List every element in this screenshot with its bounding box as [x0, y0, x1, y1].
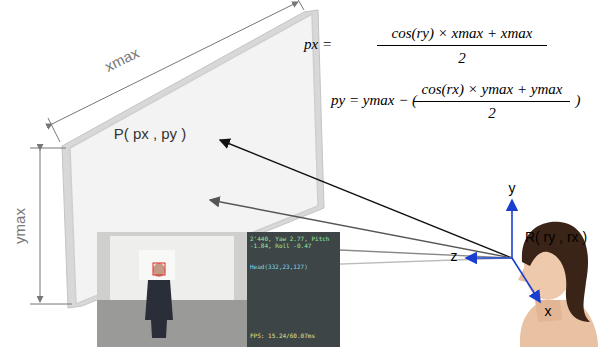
- formula-numerator: cos(rx) × ymax + ymax: [421, 81, 562, 98]
- xmax-dimension: [48, 0, 304, 142]
- head-illustration: [518, 222, 598, 347]
- point-label: P( px , py ): [114, 126, 187, 143]
- ymax-dimension: [30, 148, 72, 304]
- overlay-text: FPS: 15.24/60.07ms: [250, 333, 338, 340]
- formula-term: ): [576, 92, 581, 109]
- formula-denominator: 2: [488, 105, 496, 122]
- dimension-label: xmax: [102, 45, 141, 76]
- rotation-label: R( ry , rx ): [525, 230, 587, 245]
- formula-term: py = ymax − (: [331, 92, 417, 109]
- axis-label: x: [545, 304, 552, 319]
- formula-denominator: 2: [458, 50, 466, 67]
- formula-term: px =: [304, 36, 332, 53]
- axis-label: y: [509, 181, 516, 196]
- rotation-axes: [466, 200, 540, 302]
- fraction-bar: [414, 101, 570, 102]
- axis-label: z: [451, 249, 458, 264]
- overlay-text: 2'440, Yaw 2.77, Pitch -1.84, Roll -0.47: [250, 236, 338, 249]
- fraction-bar: [377, 45, 547, 46]
- formula-numerator: cos(ry) × xmax + xmax: [391, 25, 532, 42]
- overlay-text: Head(332,23,127): [250, 264, 338, 271]
- camera-photo: [97, 232, 340, 347]
- dimension-label: ymax: [12, 208, 29, 244]
